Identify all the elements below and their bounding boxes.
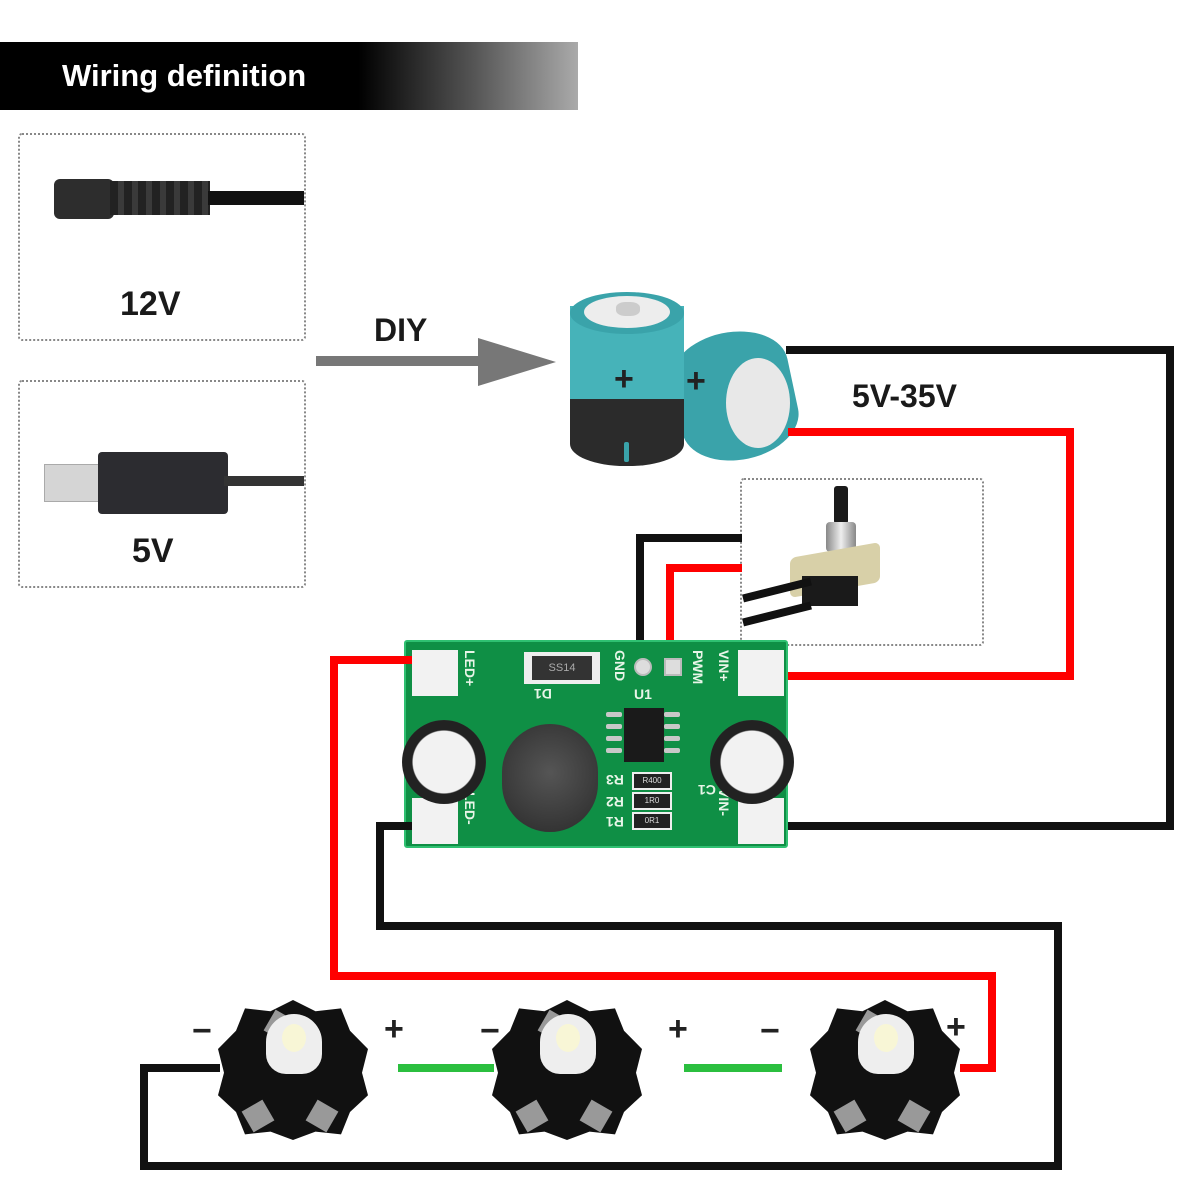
led-emitter-icon bbox=[266, 1014, 322, 1074]
ic-u1 bbox=[624, 708, 664, 762]
pad-vin-plus[interactable] bbox=[738, 650, 784, 696]
pin-label-vin-plus: VIN+ bbox=[716, 650, 732, 682]
ic-pin bbox=[606, 736, 622, 741]
resistor-r2: 1R0 bbox=[632, 792, 672, 810]
led-minus-wire-drop bbox=[376, 822, 384, 930]
ic-pin bbox=[606, 748, 622, 753]
led-emitter-icon bbox=[858, 1014, 914, 1074]
capacitor-c2 bbox=[402, 720, 486, 804]
switch-panel bbox=[740, 478, 984, 646]
led-minus-wire bbox=[376, 822, 412, 830]
led-driver-board: LED+ LED- VIN+ VIN- GND PWM SS14 D1 U1 C… bbox=[402, 640, 794, 848]
led-emitter-icon bbox=[540, 1014, 596, 1074]
ic-pin bbox=[606, 712, 622, 717]
pwm-pad[interactable] bbox=[664, 658, 682, 676]
title-banner bbox=[0, 42, 578, 110]
pin-label-led-plus: LED+ bbox=[462, 650, 478, 687]
inductor bbox=[502, 724, 598, 832]
battery-positive-wire bbox=[788, 428, 1074, 436]
switch-gnd-wire bbox=[636, 534, 742, 542]
designator-u1: U1 bbox=[634, 686, 652, 702]
battery-positive-wire-drop bbox=[1066, 428, 1074, 680]
power-option-12v: 12V bbox=[18, 133, 306, 341]
capacitor-c1 bbox=[710, 720, 794, 804]
led-plus-wire-end bbox=[960, 1064, 996, 1072]
power-label-5v: 5V bbox=[132, 532, 174, 570]
battery-plus-right: + bbox=[686, 362, 706, 400]
led-1-plus: + bbox=[384, 1010, 404, 1048]
page-title: Wiring definition bbox=[62, 58, 307, 93]
resistor-r1: 0R1 bbox=[632, 812, 672, 830]
ic-pin bbox=[606, 724, 622, 729]
arrow-head-icon bbox=[478, 338, 556, 386]
pad-led-minus[interactable] bbox=[412, 798, 458, 844]
diode-d1: SS14 bbox=[524, 652, 600, 684]
designator-r3: R3 bbox=[606, 772, 624, 788]
vin-minus-wire bbox=[780, 822, 1174, 830]
designator-c1: C1 bbox=[698, 782, 716, 798]
pin-label-gnd: GND bbox=[612, 650, 628, 682]
diode-marking: SS14 bbox=[532, 656, 592, 680]
led-minus-wire-run bbox=[376, 922, 1062, 930]
series-link-1-2 bbox=[398, 1064, 494, 1072]
battery-negative-wire bbox=[786, 346, 1174, 354]
power-label-12v: 12V bbox=[120, 285, 181, 323]
pad-led-plus[interactable] bbox=[412, 650, 458, 696]
led-2: − + bbox=[472, 1000, 688, 1150]
led-plus-wire bbox=[330, 656, 412, 664]
led-1: − + bbox=[192, 1000, 404, 1150]
pin-label-pwm: PWM bbox=[690, 650, 706, 685]
led-plus-wire-run bbox=[330, 972, 996, 980]
led-3: − + bbox=[760, 1000, 966, 1150]
led-1-minus: − bbox=[192, 1012, 212, 1050]
usb-plug-icon bbox=[44, 452, 304, 514]
led-plus-wire-down bbox=[988, 972, 996, 1072]
diy-label: DIY bbox=[374, 312, 428, 348]
led-2-minus: − bbox=[480, 1012, 500, 1050]
pin-label-led-minus: LED- bbox=[462, 792, 478, 825]
led-3-minus: − bbox=[760, 1012, 780, 1050]
resistor-r3: R400 bbox=[632, 772, 672, 790]
power-option-5v: 5V bbox=[18, 380, 306, 588]
switch-pwm-wire bbox=[666, 564, 742, 572]
ic-pin bbox=[664, 748, 680, 753]
vin-plus-wire bbox=[784, 672, 1074, 680]
dc-barrel-jack-icon bbox=[54, 173, 304, 223]
designator-d1: D1 bbox=[534, 686, 552, 702]
battery-icon: + + bbox=[566, 292, 807, 482]
voltage-range-label: 5V-35V bbox=[852, 378, 957, 414]
ic-pin bbox=[664, 736, 680, 741]
led-return-up bbox=[140, 1064, 148, 1170]
designator-r2: R2 bbox=[606, 794, 624, 810]
led-return-bottom bbox=[140, 1162, 1062, 1170]
led-minus-wire-down bbox=[1054, 922, 1062, 1170]
designator-r1: R1 bbox=[606, 814, 624, 830]
arrow-shaft bbox=[316, 356, 486, 366]
series-link-2-3 bbox=[684, 1064, 782, 1072]
battery-negative-wire-drop bbox=[1166, 346, 1174, 830]
pad-vin-minus[interactable] bbox=[738, 798, 784, 844]
led-3-plus: + bbox=[946, 1008, 966, 1046]
ic-pin bbox=[664, 724, 680, 729]
switch-pwm-wire-drop bbox=[666, 564, 674, 664]
led-return-end bbox=[140, 1064, 220, 1072]
push-switch-icon bbox=[742, 480, 982, 644]
switch-gnd-wire-drop bbox=[636, 534, 644, 664]
led-plus-wire-drop bbox=[330, 656, 338, 980]
led-2-plus: + bbox=[668, 1010, 688, 1048]
battery-plus-left: + bbox=[614, 360, 634, 398]
gnd-pad[interactable] bbox=[634, 658, 652, 676]
ic-pin bbox=[664, 712, 680, 717]
